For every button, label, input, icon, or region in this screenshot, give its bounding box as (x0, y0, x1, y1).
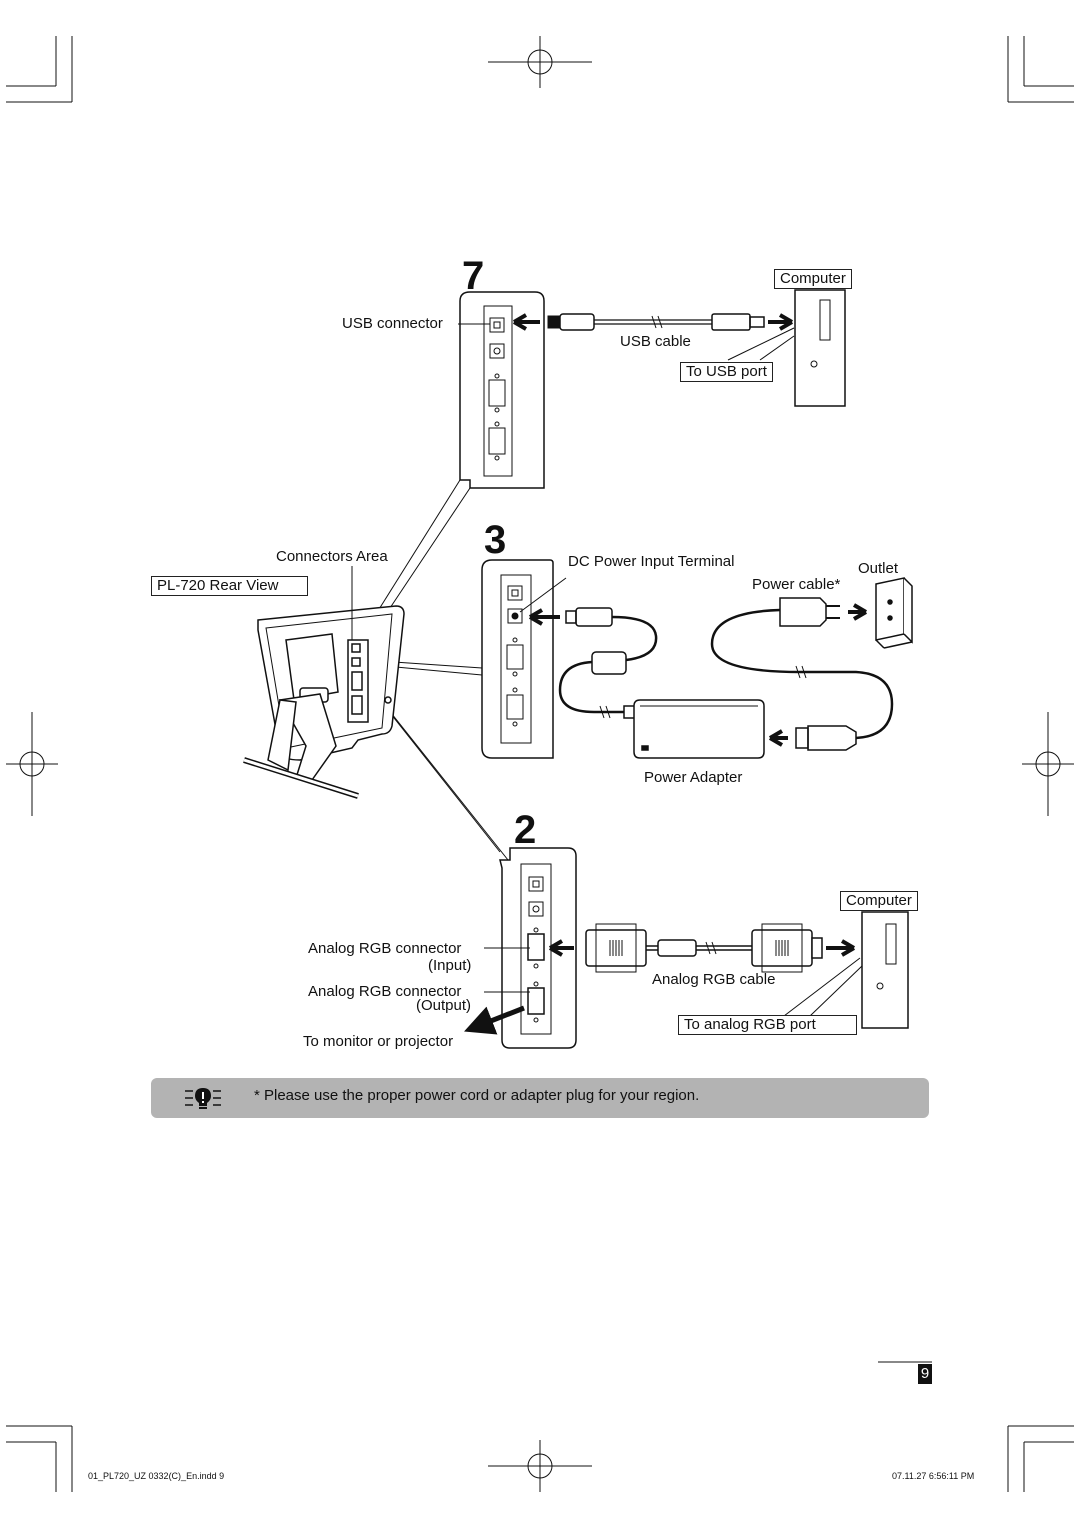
rear-view-label: PL-720 Rear View (151, 576, 308, 596)
computer-tower-usb (794, 289, 846, 407)
hint-lightbulb-icon (185, 1088, 221, 1109)
rgb-output-label-line2: (Output) (416, 997, 472, 1014)
note-bar (151, 1078, 929, 1118)
to-monitor-label: To monitor or projector (303, 1033, 454, 1050)
page-number: 9 (918, 1364, 932, 1384)
to-usb-port-label: To USB port (680, 362, 773, 382)
step-number-usb: 7 (462, 254, 485, 298)
note-text: * Please use the proper power cord or ad… (254, 1087, 700, 1104)
rgb-input-label-line2: (Input) (428, 957, 472, 974)
step-number-rgb: 2 (514, 808, 537, 852)
rgb-port-leaders (783, 957, 863, 1017)
usb-cable-label: USB cable (620, 333, 691, 350)
crop-marks (6, 36, 1074, 1492)
computer-usb-label: Computer (774, 269, 852, 289)
wall-outlet (875, 577, 913, 649)
dc-input-leader (519, 577, 567, 613)
dc-power-cable (528, 607, 658, 719)
usb-port-leaders (727, 327, 795, 361)
power-cable-label: Power cable* (752, 576, 841, 593)
computer-tower-rgb (861, 911, 909, 1029)
registration-marks (6, 36, 1074, 1492)
rgb-output-label-line1: Analog RGB connector (308, 983, 462, 1000)
power-adapter-label: Power Adapter (644, 769, 743, 786)
power-panel-detail (481, 559, 554, 759)
rgb-cable-label: Analog RGB cable (652, 971, 776, 988)
computer-rgb-label: Computer (840, 891, 918, 911)
outlet-label: Outlet (858, 560, 899, 577)
output-arrow (464, 1005, 525, 1035)
tablet-rear-illustration (243, 605, 405, 799)
analog-rgb-cable (548, 923, 856, 973)
footer-timestamp: 07.11.27 6:56:11 PM (892, 1471, 975, 1481)
step-number-power: 3 (484, 518, 507, 562)
rgb-input-label-line1: Analog RGB connector (308, 940, 462, 957)
to-rgb-port-label: To analog RGB port (678, 1015, 857, 1035)
ac-power-cable (710, 597, 894, 751)
usb-connector-label: USB connector (342, 315, 443, 332)
power-adapter-illustration (623, 699, 765, 759)
dc-input-label: DC Power Input Terminal (568, 553, 735, 570)
connectors-area-label: Connectors Area (276, 548, 388, 565)
footer-file-info: 01_PL720_UZ 0332(C)_En.indd 9 (88, 1471, 225, 1481)
usb-cable (512, 313, 794, 331)
